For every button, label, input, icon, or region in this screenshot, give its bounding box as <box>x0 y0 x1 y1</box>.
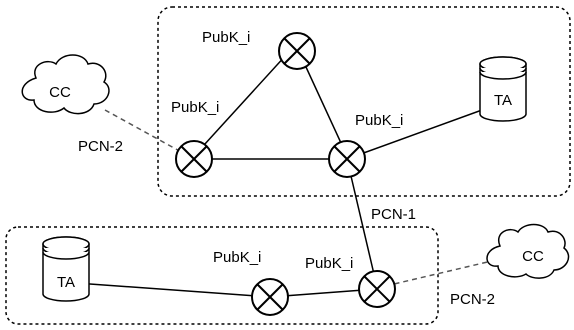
top-node-label: PubK_i <box>202 29 250 46</box>
top-region <box>157 6 571 197</box>
pcn-inter-label: PCN-1 <box>371 206 416 223</box>
crossing-node-icon <box>175 140 213 178</box>
crossing-node-icon <box>328 140 366 178</box>
bottom-region <box>5 226 439 325</box>
edge-right-ta <box>346 105 494 160</box>
pcn-bottom-label: PCN-2 <box>450 291 495 308</box>
edge-top-left <box>193 53 288 157</box>
dashed-link-bottom-cc <box>376 259 497 289</box>
cloud-icon: CC <box>21 54 110 115</box>
database-icon: TA <box>479 56 527 122</box>
top-ta-label: TA <box>494 92 512 109</box>
pcn-top-label: PCN-2 <box>78 138 123 155</box>
crossing-node-icon <box>278 32 316 70</box>
bottom-ta-label: TA <box>57 274 75 291</box>
edge-ta-bottom <box>75 282 271 298</box>
database-icon: TA <box>42 236 90 302</box>
cloud-icon: CC <box>486 223 570 279</box>
edge-inter-domain <box>346 158 378 288</box>
bottom-right-node-label: PubK_i <box>305 255 353 272</box>
edge-top-right <box>299 53 348 157</box>
crossing-node-icon <box>251 278 289 316</box>
bottom-cc-label: CC <box>522 248 544 265</box>
left-node-label: PubK_i <box>171 99 219 116</box>
top-cc-label: CC <box>49 84 71 101</box>
crossing-node-icon <box>358 270 396 308</box>
right-node-label: PubK_i <box>355 112 403 129</box>
bottom-middle-node-label: PubK_i <box>213 249 261 266</box>
